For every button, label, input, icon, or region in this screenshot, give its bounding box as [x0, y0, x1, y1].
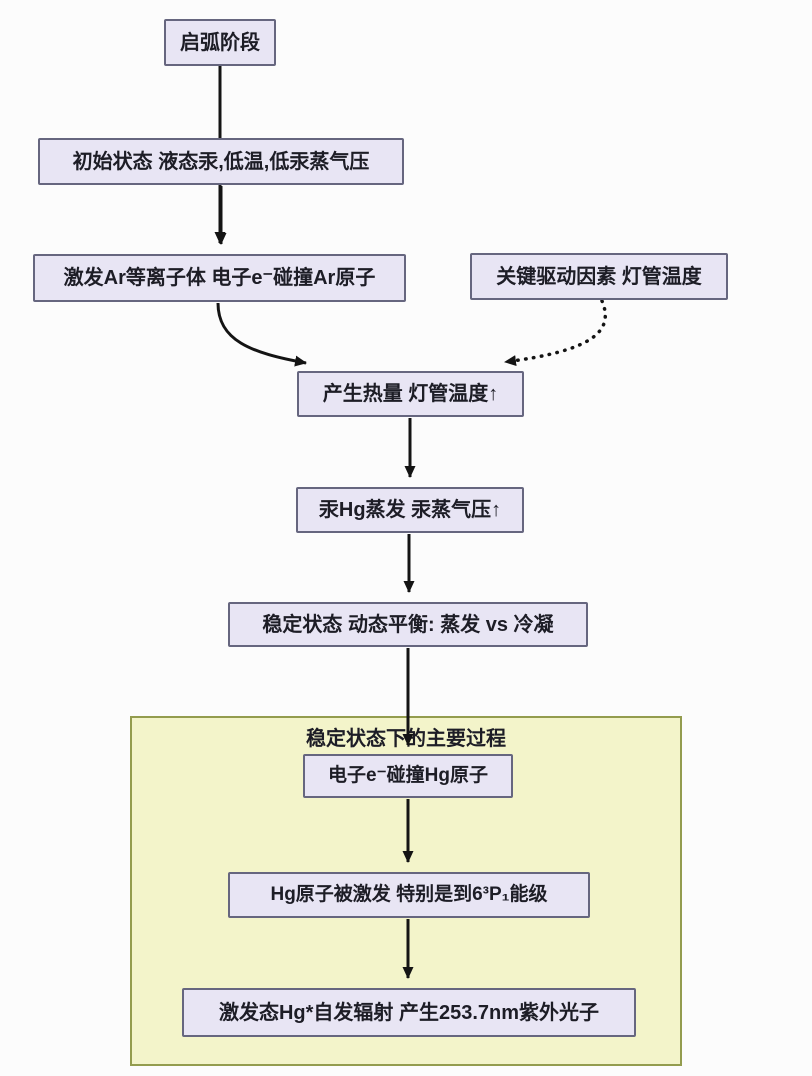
- node-initial-state: 初始状态 液态汞,低温,低汞蒸气压: [38, 138, 404, 185]
- node-initial-state-label: 初始状态 液态汞,低温,低汞蒸气压: [72, 150, 370, 173]
- node-uv-emission: 激发态Hg*自发辐射 产生253.7nm紫外光子: [182, 988, 636, 1037]
- node-key-driver-label: 关键驱动因素 灯管温度: [496, 265, 702, 288]
- node-key-driver: 关键驱动因素 灯管温度: [470, 253, 728, 300]
- node-heat-label: 产生热量 灯管温度↑: [322, 383, 499, 405]
- node-electron-hg-label: 电子e⁻碰撞Hg原子: [328, 764, 488, 786]
- node-heat: 产生热量 灯管温度↑: [297, 371, 524, 417]
- node-electron-hg: 电子e⁻碰撞Hg原子: [303, 754, 513, 798]
- node-excite-ar: 激发Ar等离子体 电子e⁻碰撞Ar原子: [33, 254, 406, 302]
- node-hg-excited: Hg原子被激发 特别是到6³P₁能级: [228, 872, 590, 918]
- node-hg-excited-label: Hg原子被激发 特别是到6³P₁能级: [270, 883, 548, 905]
- node-hg-evaporation-label: 汞Hg蒸发 汞蒸气压↑: [318, 499, 502, 521]
- node-excite-ar-label: 激发Ar等离子体 电子e⁻碰撞Ar原子: [63, 267, 376, 289]
- node-stable-state-label: 稳定状态 动态平衡: 蒸发 vs 冷凝: [262, 613, 554, 636]
- edge-excitear-heat: [216, 302, 307, 367]
- node-hg-evaporation: 汞Hg蒸发 汞蒸气压↑: [296, 487, 524, 533]
- node-stable-state: 稳定状态 动态平衡: 蒸发 vs 冷凝: [228, 602, 588, 647]
- node-arc-stage-label: 启弧阶段: [180, 31, 260, 54]
- edge-keydriver-heat: [503, 299, 608, 367]
- node-uv-emission-label: 激发态Hg*自发辐射 产生253.7nm紫外光子: [218, 1001, 600, 1024]
- stable-process-container-title: 稳定状态下的主要过程: [306, 728, 506, 750]
- node-arc-stage: 启弧阶段: [164, 19, 276, 66]
